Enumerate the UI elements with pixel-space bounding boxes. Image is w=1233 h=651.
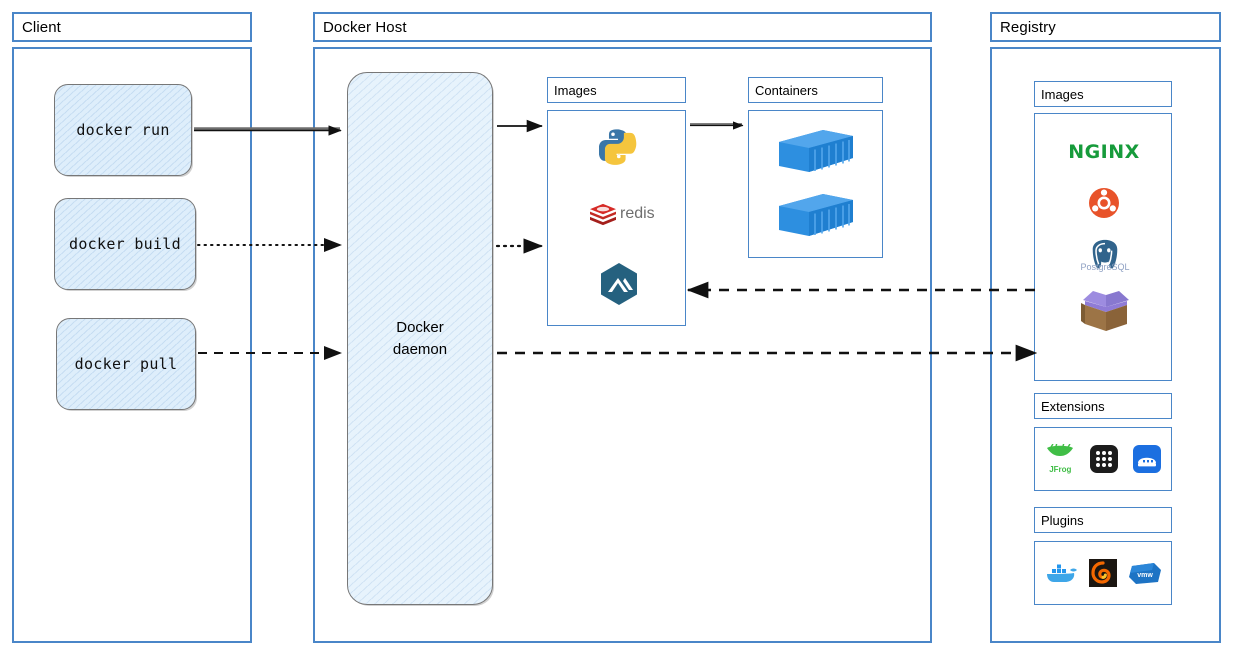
nginx-wordmark: NGINX bbox=[1068, 141, 1140, 163]
nginx-icon: NGINX bbox=[1058, 136, 1150, 168]
redis-icon bbox=[588, 202, 618, 230]
group-title-containers: Containers bbox=[748, 77, 883, 103]
lane-label-client: Client bbox=[22, 18, 61, 36]
jfrog-wordmark: JFrog bbox=[1049, 465, 1072, 474]
group-label-host-images: Images bbox=[554, 82, 597, 98]
alpine-icon bbox=[598, 262, 640, 306]
jfrog-icon: JFrog bbox=[1045, 444, 1075, 474]
shipping-container-icon bbox=[758, 190, 873, 240]
postgresql-caption: PostgreSQL bbox=[1065, 262, 1145, 272]
command-label-docker-pull: docker pull bbox=[74, 355, 178, 373]
blue-badge-icon bbox=[1132, 445, 1161, 473]
lane-title-client: Client bbox=[12, 12, 252, 42]
command-box-docker-run[interactable]: docker run bbox=[54, 84, 192, 176]
extensions-icon-row: JFrog bbox=[1038, 437, 1168, 481]
daemon-label-line2: daemon bbox=[392, 340, 448, 358]
vmware-wordmark: vmw bbox=[1138, 572, 1154, 579]
plugins-icon-row: vmw bbox=[1038, 551, 1168, 595]
command-label-docker-build: docker build bbox=[69, 235, 181, 253]
group-label-registry-images: Images bbox=[1041, 86, 1084, 102]
vmware-icon: vmw bbox=[1128, 560, 1162, 586]
group-label-containers: Containers bbox=[755, 82, 818, 98]
command-box-docker-pull[interactable]: docker pull bbox=[56, 318, 196, 410]
command-label-docker-run: docker run bbox=[76, 121, 170, 139]
redis-caption: redis bbox=[620, 205, 680, 227]
postgresql-caption-text: PostgreSQL bbox=[1080, 262, 1130, 272]
group-title-host-images: Images bbox=[547, 77, 686, 103]
grafana-icon bbox=[1088, 559, 1117, 587]
redis-caption-text: redis bbox=[620, 205, 655, 222]
python-icon bbox=[598, 126, 638, 166]
docker-daemon-box[interactable]: Docker daemon bbox=[347, 72, 493, 605]
group-label-plugins: Plugins bbox=[1041, 512, 1084, 528]
lane-label-docker-host: Docker Host bbox=[323, 18, 407, 36]
group-label-extensions: Extensions bbox=[1041, 398, 1105, 414]
lane-title-docker-host: Docker Host bbox=[313, 12, 932, 42]
app-grid-icon bbox=[1089, 445, 1118, 473]
group-title-plugins: Plugins bbox=[1034, 507, 1172, 533]
group-title-registry-images: Images bbox=[1034, 81, 1172, 107]
group-title-extensions: Extensions bbox=[1034, 393, 1172, 419]
docker-whale-icon bbox=[1044, 561, 1078, 585]
command-box-docker-build[interactable]: docker build bbox=[54, 198, 196, 290]
shipping-container-icon bbox=[758, 126, 873, 176]
postgresql-icon bbox=[1085, 237, 1125, 273]
lane-label-registry: Registry bbox=[1000, 18, 1056, 36]
ubuntu-icon bbox=[1087, 186, 1121, 220]
lane-title-registry: Registry bbox=[990, 12, 1221, 42]
open-box-icon bbox=[1078, 288, 1134, 336]
daemon-label-line1: Docker bbox=[396, 318, 444, 336]
